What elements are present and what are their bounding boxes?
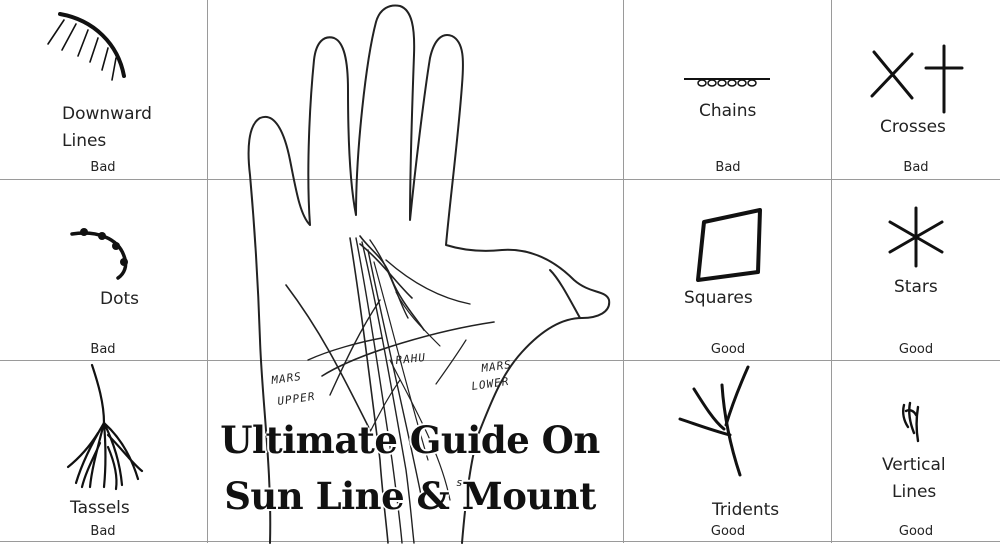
guide-title-line-2: Sun Line & Mount bbox=[224, 474, 596, 518]
chains-label: Chains bbox=[699, 101, 757, 121]
hand-label-mars-lower: MARS bbox=[480, 358, 513, 375]
tridents-label: Tridents bbox=[712, 500, 780, 520]
hand-label-rahu: RAHU bbox=[395, 351, 427, 367]
grid-divider bbox=[207, 0, 208, 543]
tassels-verdict: Bad bbox=[90, 524, 116, 539]
grid-divider bbox=[831, 0, 832, 543]
squares-label: Squares bbox=[684, 288, 753, 308]
vertical-lines-label: Vertical bbox=[882, 455, 946, 475]
squares-verdict: Good bbox=[710, 342, 746, 357]
cell-chains: Chains Bad bbox=[624, 0, 831, 179]
crosses-label: Crosses bbox=[880, 117, 946, 137]
chains-verdict: Bad bbox=[715, 160, 741, 175]
stars-label: Stars bbox=[894, 277, 938, 297]
hand-label-mars-upper: UPPER bbox=[277, 390, 317, 408]
downward-lines-label: Downward bbox=[62, 104, 152, 124]
cell-stars: Stars Good bbox=[832, 180, 1000, 360]
crosses-verdict: Bad bbox=[903, 160, 929, 175]
dots-label: Dots bbox=[100, 289, 140, 309]
tassels-icon bbox=[66, 363, 144, 491]
palm-diagram: MARS UPPER RAHU MARS LOWER ss bbox=[210, 0, 622, 544]
grid-divider bbox=[0, 360, 1000, 361]
cell-downward-lines: Downward Lines Bad bbox=[0, 0, 207, 179]
grid-divider bbox=[0, 541, 1000, 542]
stars-verdict: Good bbox=[898, 342, 934, 357]
downward-lines-label: Lines bbox=[62, 131, 107, 151]
grid-divider bbox=[0, 179, 1000, 180]
cell-crosses: Crosses Bad bbox=[832, 0, 1000, 179]
vertical-lines-icon bbox=[902, 401, 920, 443]
cell-vertical-lines: Vertical Lines Good bbox=[832, 361, 1000, 541]
cell-dots: Dots Bad bbox=[0, 180, 207, 360]
vertical-lines-verdict: Good bbox=[898, 524, 934, 539]
hand-label-mars-lower: LOWER bbox=[471, 375, 511, 393]
downward-lines-verdict: Bad bbox=[90, 160, 116, 175]
vertical-lines-label: Lines bbox=[892, 482, 937, 502]
trident-icon bbox=[678, 365, 750, 477]
cell-squares: Squares Good bbox=[624, 180, 831, 360]
chains-icon bbox=[684, 78, 770, 87]
grid-divider bbox=[623, 0, 624, 543]
hand-label-mars-upper: MARS bbox=[270, 370, 303, 387]
star-icon bbox=[888, 206, 944, 268]
guide-title-line-1: Ultimate Guide On bbox=[220, 418, 600, 462]
tridents-verdict: Good bbox=[710, 524, 746, 539]
crosses-icon bbox=[870, 44, 964, 114]
hand-outline: MARS UPPER RAHU MARS LOWER ss bbox=[247, 4, 611, 544]
tassels-label: Tassels bbox=[70, 498, 130, 518]
downward-lines-icon bbox=[47, 12, 126, 81]
cell-tassels: Tassels Bad bbox=[0, 361, 207, 541]
cell-tridents: Tridents Good bbox=[624, 361, 831, 541]
dots-icon bbox=[70, 228, 128, 280]
dots-verdict: Bad bbox=[90, 342, 116, 357]
square-icon bbox=[696, 208, 762, 282]
hand-label-partial: ss bbox=[456, 476, 471, 489]
